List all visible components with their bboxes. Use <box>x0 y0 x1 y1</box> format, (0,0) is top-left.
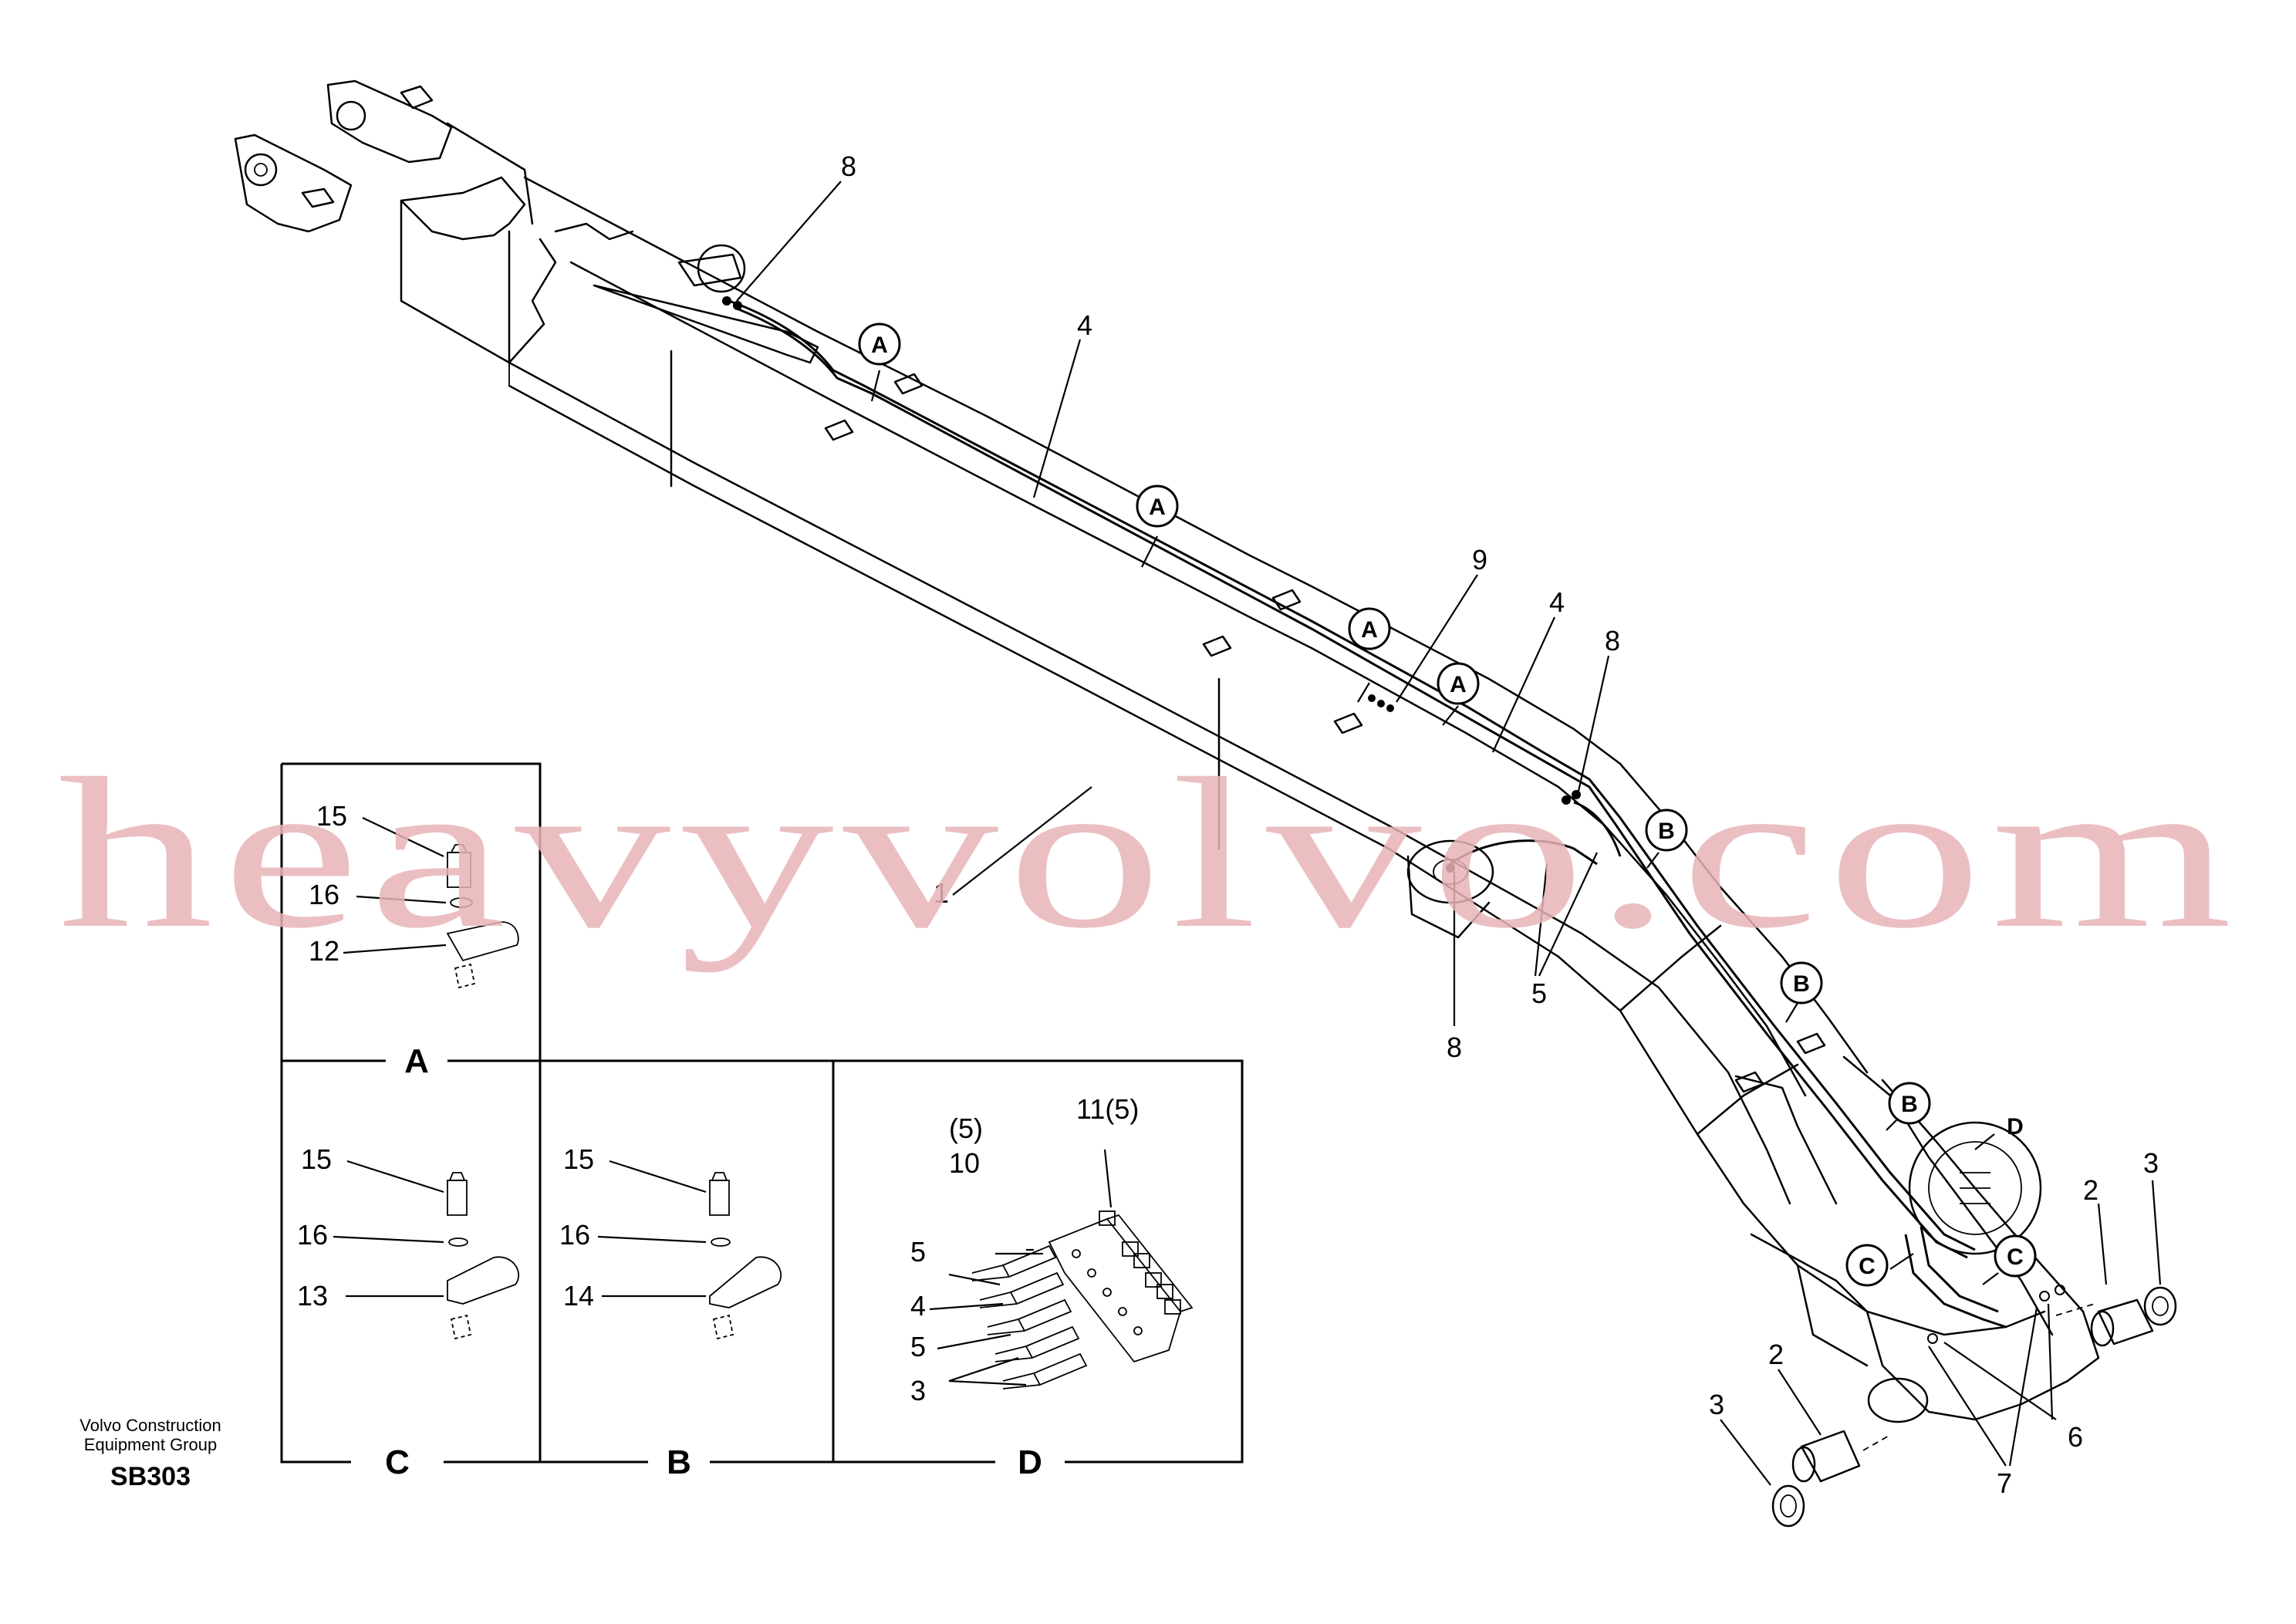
panel-d-label-4: 4 <box>910 1290 926 1322</box>
callout-4-lower: 4 <box>1549 586 1565 618</box>
footer-drawing-code: SB303 <box>110 1462 191 1491</box>
svg-text:C: C <box>1859 1254 1876 1279</box>
callout-8-top: 8 <box>841 150 856 182</box>
panel-c-letter: C <box>385 1443 410 1481</box>
panel-d-letter: D <box>1018 1443 1042 1481</box>
panel-a-letter: A <box>404 1042 429 1080</box>
panel-b-label-16: 16 <box>559 1219 590 1251</box>
detail-panel-a: 15 16 12 A <box>309 800 519 1080</box>
callout-6: 6 <box>2068 1421 2083 1453</box>
ref-b-marker: B <box>1645 809 1688 852</box>
panel-b-letter: B <box>667 1443 691 1481</box>
callout-9: 9 <box>1472 544 1487 576</box>
ref-a-marker: A <box>1136 484 1179 528</box>
svg-text:D: D <box>2007 1114 2024 1140</box>
svg-text:B: B <box>1658 819 1675 844</box>
svg-text:A: A <box>1361 617 1378 643</box>
panel-c-label-15: 15 <box>301 1143 332 1175</box>
panel-d-label-paren5: (5) <box>949 1112 983 1144</box>
ref-b-marker: B <box>1888 1082 1931 1125</box>
panel-a-label-12: 12 <box>309 935 339 967</box>
svg-text:B: B <box>1793 971 1810 997</box>
panel-d-label-11: 11(5) <box>1076 1093 1139 1125</box>
callout-7: 7 <box>1997 1467 2012 1499</box>
ref-d-label: D <box>2007 1114 2024 1140</box>
ref-c-marker: C <box>1994 1234 2037 1278</box>
callout-4-upper: 4 <box>1077 309 1092 341</box>
footer-company-line2: Equipment Group <box>84 1435 217 1454</box>
ref-c-marker: C <box>1845 1244 1889 1287</box>
ref-b-marker: B <box>1780 961 1823 1004</box>
detail-panel-b: 15 16 14 B <box>559 1143 782 1481</box>
ref-a-marker: A <box>1437 662 1480 705</box>
panel-a-label-15: 15 <box>316 800 347 832</box>
panel-a-label-16: 16 <box>309 879 339 910</box>
footer-company-line1: Volvo Construction <box>79 1416 221 1435</box>
svg-text:B: B <box>1901 1092 1918 1117</box>
callout-numbers: 8 4 1 9 4 8 5 8 2 2 3 3 6 7 <box>841 150 2159 1499</box>
callout-8-right: 8 <box>1605 625 1620 657</box>
callout-2-left: 2 <box>1768 1339 1784 1370</box>
panel-d-label-5b: 5 <box>910 1331 926 1362</box>
bushings <box>1771 1286 2177 1528</box>
callout-2-right: 2 <box>2083 1174 2098 1206</box>
callout-5: 5 <box>1531 977 1547 1009</box>
callout-3-right: 3 <box>2143 1147 2159 1179</box>
panel-d-label-5: 5 <box>910 1236 926 1268</box>
panel-d-label-10: 10 <box>949 1147 980 1179</box>
panel-b-label-15: 15 <box>563 1143 594 1175</box>
callout-leaders <box>736 181 2162 1486</box>
ref-a-marker: A <box>858 322 901 366</box>
svg-text:C: C <box>2007 1244 2024 1270</box>
svg-text:A: A <box>871 333 888 358</box>
footer: Volvo Construction Equipment Group SB303 <box>79 1416 221 1491</box>
reference-markers: A A A A B B B C <box>858 322 2037 1287</box>
panel-c-label-13: 13 <box>297 1280 328 1312</box>
detail-panel-d: (5) 10 11(5) 5 4 5 3 D <box>910 1093 1194 1481</box>
detail-panels: 15 16 12 A 15 16 13 C <box>280 762 1244 1481</box>
svg-text:A: A <box>1450 672 1467 697</box>
ref-a-marker: A <box>1348 607 1391 650</box>
dipper-arm <box>234 79 2100 1423</box>
svg-text:A: A <box>1149 495 1166 520</box>
callout-3-left: 3 <box>1709 1389 1724 1420</box>
callout-8-lower: 8 <box>1447 1031 1462 1063</box>
detail-panel-c: 15 16 13 C <box>297 1143 520 1481</box>
panel-d-label-3: 3 <box>910 1375 926 1406</box>
panel-b-label-14: 14 <box>563 1280 594 1312</box>
panel-c-label-16: 16 <box>297 1219 328 1251</box>
callout-1: 1 <box>934 877 949 909</box>
watermark-text: heavyvolvo.com <box>58 733 2241 973</box>
